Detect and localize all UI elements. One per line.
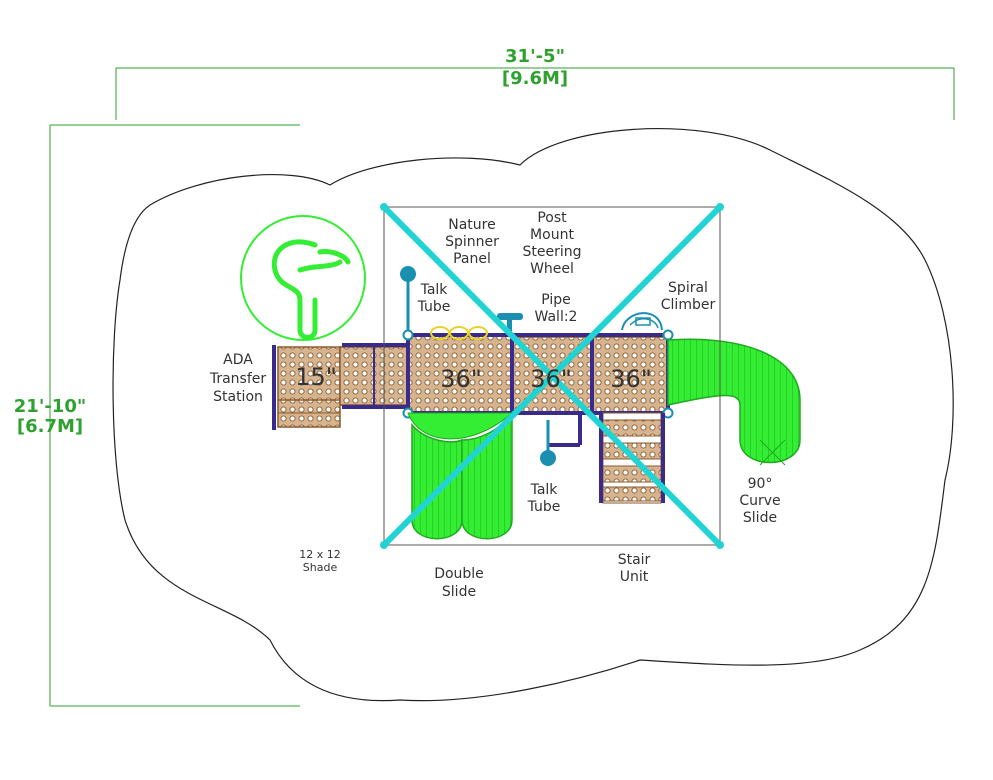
svg-text:Spiral: Spiral [668,280,708,296]
crossed-out-area [380,203,724,549]
svg-text:Mount: Mount [530,227,574,243]
svg-text:Talk: Talk [530,482,559,498]
svg-text:Tube: Tube [417,299,451,315]
svg-text:ADA: ADA [223,352,253,368]
svg-text:Unit: Unit [620,569,649,585]
svg-text:Pipe: Pipe [541,292,571,308]
deck-height-36-c: 36" [610,365,652,393]
safety-zone-outline [112,128,954,702]
svg-text:Stair: Stair [618,552,651,568]
svg-text:Post: Post [537,210,567,226]
depth-m-label: [6.7M] [17,416,83,437]
label-spiral-climber: Spiral Climber [661,280,716,313]
svg-text:Steering: Steering [522,244,581,260]
width-dimension: 31'-5" [9.6M] [115,46,955,120]
width-m-label: [9.6M] [502,68,568,89]
svg-text:Slide: Slide [743,510,777,526]
depth-ft-label: 21'-10" [14,396,86,417]
svg-text:90°: 90° [748,476,773,492]
svg-text:Wall:2: Wall:2 [535,309,578,325]
depth-dimension: 21'-10" [6.7M] [14,124,300,707]
label-nature-spinner-panel: Nature Spinner Panel [445,217,499,267]
deck-height-15: 15" [295,363,337,391]
svg-text:Panel: Panel [453,251,491,267]
svg-text:Tube: Tube [527,499,561,515]
label-pipe-wall: Pipe Wall:2 [535,292,578,325]
talk-tube-top-icon [400,266,416,330]
double-slide [407,410,514,540]
svg-text:Shade: Shade [303,561,338,574]
label-talk-tube-bottom: Talk Tube [527,482,561,515]
label-stair-unit: Stair Unit [618,552,651,585]
svg-text:Slide: Slide [442,584,476,600]
label-ada-transfer-station: ADA Transfer Station [209,352,267,405]
svg-text:Spinner: Spinner [445,234,499,250]
svg-text:Wheel: Wheel [530,261,574,277]
label-talk-tube-top: Talk Tube [417,282,451,315]
svg-text:Transfer: Transfer [209,371,267,387]
label-steering-wheel: Post Mount Steering Wheel [522,210,581,277]
width-ft-label: 31'-5" [505,46,565,67]
playground-logo [240,215,366,341]
deck-height-36-a: 36" [440,365,482,393]
spiral-climber [621,312,663,331]
ada-transfer-station [272,343,411,430]
svg-text:Station: Station [213,389,263,405]
svg-text:Nature: Nature [448,217,495,233]
pipe-wall-rings [430,326,488,340]
deck-height-36-b: 36" [530,365,572,393]
svg-text:Climber: Climber [661,297,716,313]
svg-text:Double: Double [434,566,484,582]
label-shade: 12 x 12 Shade [299,548,341,574]
svg-text:Talk: Talk [420,282,449,298]
label-curve-slide: 90° Curve Slide [739,476,780,526]
svg-text:Curve: Curve [739,493,780,509]
label-double-slide: Double Slide [434,566,484,600]
steering-wheel-icon [497,313,523,335]
svg-text:12 x 12: 12 x 12 [299,548,341,561]
curve-slide [667,338,801,466]
talk-tube-bottom-icon [540,420,556,466]
